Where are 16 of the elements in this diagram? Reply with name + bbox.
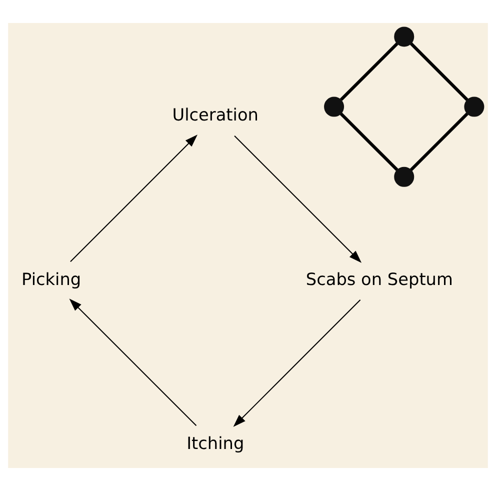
connector	[410, 42, 468, 101]
arrow	[233, 300, 361, 427]
node-text: Picking	[22, 268, 82, 289]
connector	[340, 42, 398, 101]
node-text: Ulceration	[172, 104, 258, 125]
connector	[340, 112, 398, 171]
node-circle	[394, 166, 414, 187]
arrow	[70, 134, 198, 262]
connector	[410, 112, 468, 172]
arrow	[234, 135, 362, 263]
node-text: Itching	[186, 432, 244, 453]
node-text: Scabs on Septum	[306, 268, 453, 289]
node-circle	[324, 96, 344, 117]
node-circle	[394, 26, 414, 47]
arrow	[69, 298, 197, 426]
node-circle	[464, 96, 484, 117]
